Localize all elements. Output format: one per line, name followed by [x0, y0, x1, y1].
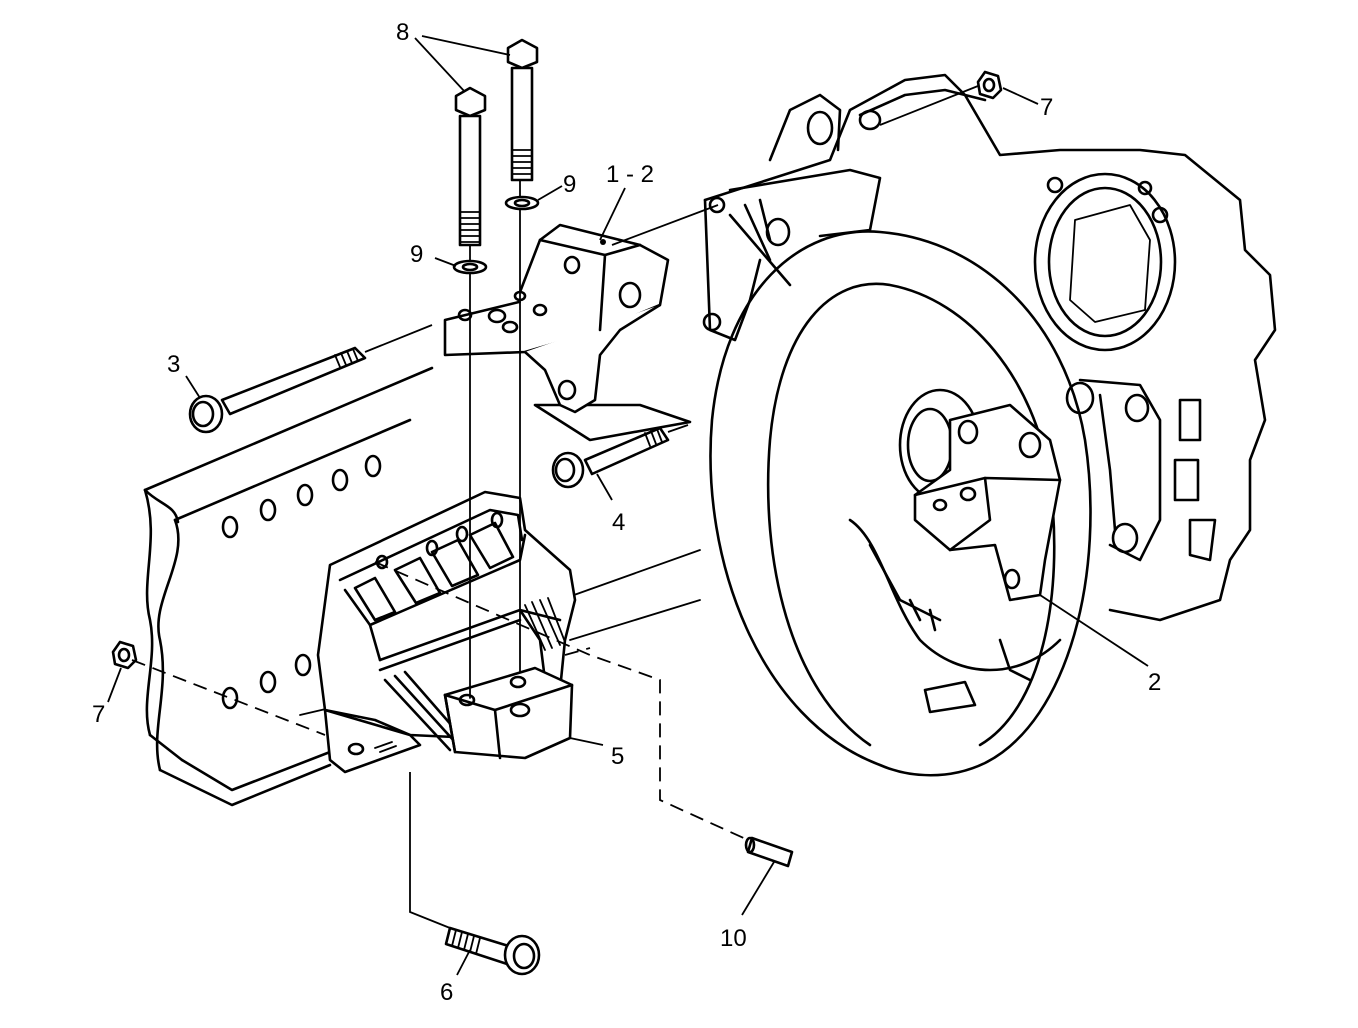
bolt-6: [444, 926, 541, 976]
callout-7-upper: 7: [1040, 94, 1053, 121]
callout-9-lower: 9: [410, 241, 423, 268]
callout-1-2: 1 - 2: [606, 161, 654, 188]
callout-7-lower: 7: [92, 701, 105, 728]
callout-8: 8: [396, 19, 409, 46]
transmission-housing: [702, 73, 1277, 777]
callout-6: 6: [440, 979, 453, 1006]
washer-left: [452, 259, 488, 275]
washer-right: [504, 195, 540, 211]
callout-5: 5: [611, 743, 624, 770]
engine-block: [143, 366, 701, 807]
bolt-4: [551, 424, 689, 489]
callout-leaders: [107, 35, 1149, 976]
callout-9-upper: 9: [563, 171, 576, 198]
callout-10: 10: [720, 925, 747, 952]
nut-7-upper: [976, 70, 1003, 100]
bolt-3: [188, 324, 433, 434]
upper-mount-bracket: [443, 223, 670, 414]
callout-3: 3: [167, 351, 180, 378]
assembly-lines: [131, 85, 979, 929]
callout-labels: 8 9 9 1 - 2 3 4 5 2 7 7 6 10: [92, 19, 1161, 1006]
long-bolt-right: [506, 38, 539, 673]
callout-2: 2: [1148, 669, 1161, 696]
rubber-mount: [316, 490, 577, 774]
dowel-pin: [744, 836, 794, 868]
callout-4: 4: [612, 509, 625, 536]
long-bolt-left: [454, 86, 487, 699]
nut-7-lower: [111, 640, 138, 670]
